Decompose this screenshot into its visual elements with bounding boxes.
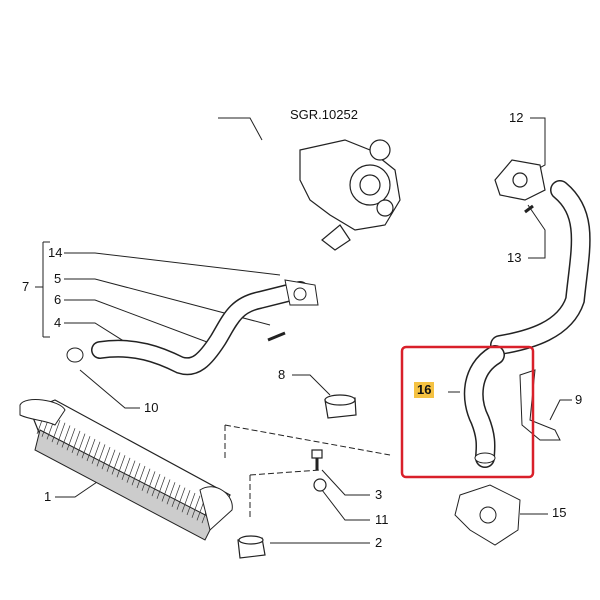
- leader-10: [79, 369, 140, 409]
- clamp-10: [66, 347, 84, 363]
- intercooler-fin: [101, 446, 111, 470]
- intercooler-fin: [91, 441, 101, 464]
- intercooler-fin: [181, 490, 191, 513]
- callout-8[interactable]: 8: [278, 367, 286, 382]
- callout-16-highlighted[interactable]: 16: [414, 382, 435, 398]
- intercooler-fin: [131, 463, 141, 486]
- leader-13: [527, 204, 546, 259]
- intercooler-fin: [96, 444, 106, 467]
- intercooler-fin: [61, 425, 71, 448]
- intercooler-fin: [141, 468, 151, 491]
- intercooler-fin: [76, 433, 86, 456]
- intercooler-fin: [126, 460, 136, 483]
- pipe-assembly: [92, 282, 308, 374]
- leader-1: [55, 479, 101, 498]
- callout-6[interactable]: 6: [54, 292, 62, 307]
- intercooler-fin: [116, 455, 126, 478]
- hose-16: [465, 346, 504, 467]
- intercooler-fin: [156, 476, 166, 499]
- callout-14[interactable]: 14: [48, 245, 63, 260]
- intercooler-fin: [191, 495, 201, 518]
- leader-9: [549, 399, 572, 421]
- bracket-7: [35, 241, 50, 338]
- intercooler-fin: [81, 436, 91, 459]
- intercooler-fin: [106, 449, 116, 472]
- intercooler-fin: [136, 465, 146, 489]
- intercooler-fin: [66, 428, 76, 451]
- intercooler-fin: [186, 492, 196, 516]
- bracket-9: [519, 369, 561, 441]
- bolt-5: [267, 331, 286, 342]
- callout-2[interactable]: 2: [375, 535, 383, 550]
- callout-3[interactable]: 3: [375, 487, 383, 502]
- callout-15[interactable]: 15: [552, 505, 567, 520]
- reference-label: SGR.10252: [290, 107, 358, 122]
- callout-5[interactable]: 5: [54, 271, 62, 286]
- leader-14: [64, 252, 281, 276]
- intercooler-fin: [71, 430, 81, 454]
- leader-4: [64, 322, 131, 346]
- intercooler-fin: [56, 422, 66, 445]
- intercooler-fin: [166, 482, 176, 505]
- intercooler: [19, 399, 233, 541]
- leader-sgr: [218, 117, 263, 141]
- intercooler-fin: [161, 479, 171, 502]
- leader-3: [321, 469, 370, 496]
- callout-13[interactable]: 13: [507, 250, 522, 265]
- nut-11: [313, 478, 327, 492]
- callout-4[interactable]: 4: [54, 315, 62, 330]
- intercooler-fin: [51, 419, 61, 443]
- intercooler-fin: [151, 473, 161, 497]
- leader-11: [321, 489, 370, 521]
- callout-11[interactable]: 11: [375, 512, 389, 527]
- bolt-3-head: [311, 449, 323, 459]
- leader-8: [292, 374, 331, 396]
- pipe-upper-right: [491, 181, 590, 354]
- intercooler-fin: [176, 487, 186, 510]
- callout-1[interactable]: 1: [44, 489, 52, 504]
- intercooler-fin: [146, 471, 156, 494]
- intercooler-fin: [171, 484, 181, 508]
- callout-7[interactable]: 7: [22, 279, 30, 294]
- outlet-flange: [494, 159, 546, 214]
- leader-5: [64, 278, 271, 326]
- turbocharger: [299, 139, 401, 251]
- intercooler-fin: [111, 452, 121, 475]
- highlight-box: [400, 345, 535, 479]
- intercooler-fin: [121, 457, 131, 481]
- callout-9[interactable]: 9: [575, 392, 583, 407]
- callout-10[interactable]: 10: [144, 400, 159, 415]
- callout-12[interactable]: 12: [509, 110, 524, 125]
- leader-6: [64, 299, 216, 346]
- intercooler-fin: [86, 438, 96, 462]
